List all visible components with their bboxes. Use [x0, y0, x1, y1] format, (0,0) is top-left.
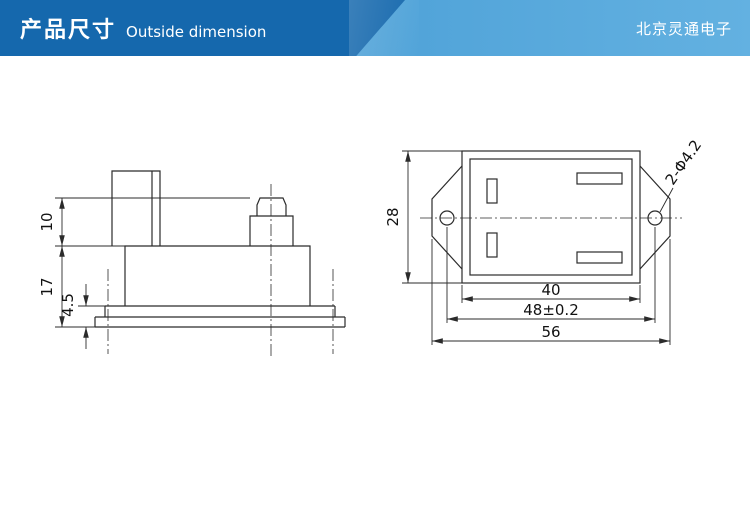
company-name: 北京灵通电子 — [635, 19, 732, 38]
holes-callout-leader — [659, 187, 674, 213]
side-view-outline — [94, 170, 346, 328]
dim-overall-width-label: 56 — [541, 323, 560, 341]
dim-height-label: 28 — [384, 207, 402, 226]
holes-callout-label: 2-Φ4.2 — [662, 137, 706, 189]
dim-hole-spacing-label: 48±0.2 — [523, 301, 579, 319]
top-view: 28 40 48±0.2 56 2-Φ4.2 — [384, 137, 705, 345]
body-outer — [461, 150, 641, 284]
side-view-dimension-lines — [55, 197, 250, 349]
drawing-area: 10 17 4.5 — [0, 56, 750, 518]
header-bar: 产品尺寸 Outside dimension 北京灵通电子 — [0, 0, 750, 56]
terminal-slot-left-bottom — [486, 232, 498, 258]
top-view-dimension-lines — [402, 150, 674, 345]
page-title: 产品尺寸 Outside dimension — [0, 12, 266, 44]
page-title-cn: 产品尺寸 — [20, 18, 117, 43]
dim-base-thickness-label: 4.5 — [59, 293, 77, 317]
dim-body-width-label: 40 — [541, 281, 560, 299]
base-plate — [94, 305, 346, 328]
terminal-slot-right-bottom — [576, 251, 623, 264]
body-inner — [469, 158, 633, 276]
technical-drawing-svg: 10 17 4.5 — [38, 137, 705, 356]
dim-body-height-label: 17 — [38, 277, 56, 296]
side-view-centerlines — [107, 184, 334, 356]
stepped-terminal — [249, 197, 294, 246]
terminal-slot-left-top — [486, 178, 498, 204]
side-view: 10 17 4.5 — [38, 170, 346, 356]
page-title-en: Outside dimension — [126, 23, 267, 41]
top-view-outline — [431, 150, 671, 284]
blade-terminal — [111, 170, 161, 246]
component-body — [124, 245, 311, 306]
terminal-slot-right-top — [576, 172, 623, 185]
dim-terminal-height-label: 10 — [38, 212, 56, 231]
